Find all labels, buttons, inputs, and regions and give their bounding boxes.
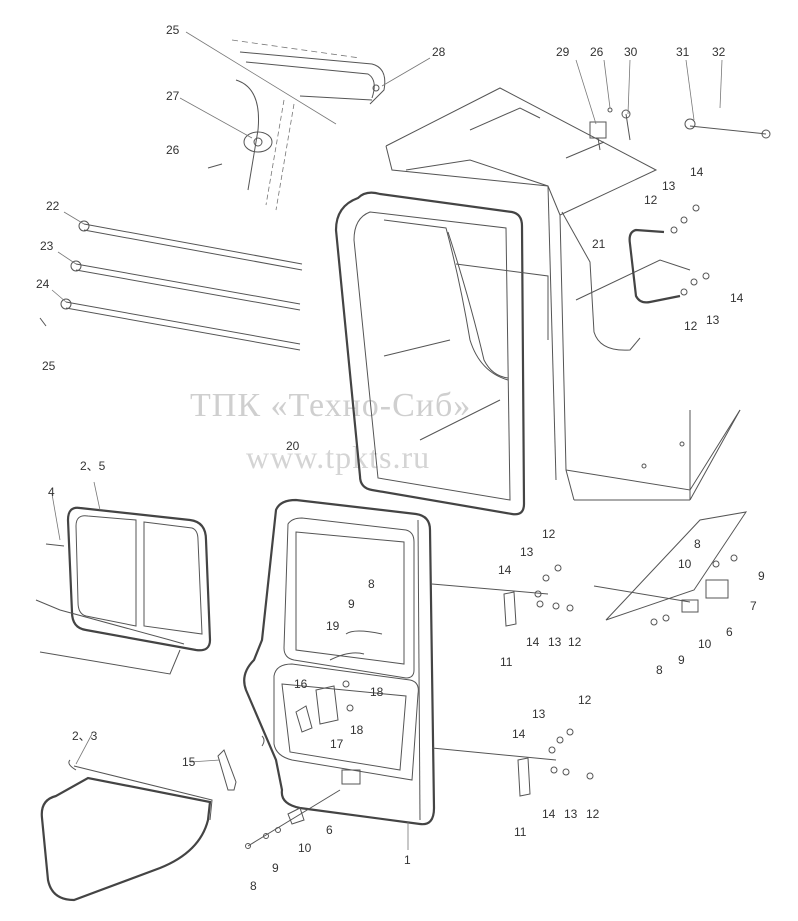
label-2-5: 2、5 [80,459,106,473]
door-part [243,498,436,826]
label-8-side-bottom: 8 [656,663,663,677]
label-30: 30 [624,45,638,59]
label-10-side-bottom: 10 [698,637,712,651]
label-26-right: 26 [590,45,604,59]
label-8-bottom: 8 [250,879,257,893]
label-25-top: 25 [166,23,180,37]
label-14-h1-bottom: 14 [526,635,540,649]
label-21: 21 [592,237,606,251]
label-13-mid: 13 [706,313,720,327]
roof-rail-part [231,39,386,105]
label-11-lower: 11 [514,825,527,839]
leader-lines [51,31,723,850]
label-13-h1-bottom: 13 [548,635,562,649]
label-9-bottom: 9 [272,861,279,875]
label-13-h1-top: 13 [520,545,534,559]
label-13-h2-top: 13 [532,707,546,721]
label-27: 27 [166,89,180,103]
label-31: 31 [676,45,690,59]
label-2-3: 2、3 [72,729,98,743]
hinge-upper-part [431,564,574,627]
label-24: 24 [36,277,50,291]
hinge-lower-part [431,728,594,797]
label-22: 22 [46,199,60,213]
label-17: 17 [330,737,344,751]
label-23: 23 [40,239,54,253]
label-15: 15 [182,755,196,769]
front-frame-part [334,191,549,516]
watermark-title: ТПК «Техно-Сиб» [190,387,471,424]
label-16: 16 [294,677,308,691]
side-latch-part [593,511,748,626]
label-12-h1-top: 12 [542,527,556,541]
handle-rail-part [561,211,681,351]
label-7: 7 [750,599,757,613]
label-12-top: 12 [644,193,658,207]
rod-set-part [39,220,303,351]
label-12-h2-bottom: 12 [586,807,600,821]
label-28: 28 [432,45,446,59]
label-14-h2-top: 14 [512,727,526,741]
label-8-door: 8 [368,577,375,591]
lower-glass-part [40,759,213,902]
label-14-h2-bottom: 14 [542,807,556,821]
label-9-side-bottom: 9 [678,653,685,667]
cab-pillar-part [207,79,295,211]
label-26-left: 26 [166,143,180,157]
latch-part [295,680,354,733]
label-6-side: 6 [726,625,733,639]
label-18-bottom: 18 [350,723,364,737]
label-32: 32 [712,45,726,59]
cab-body-part [385,87,741,501]
label-29: 29 [556,45,570,59]
watermark-url: www.tpkts.ru [246,439,430,475]
label-4: 4 [48,485,55,499]
label-13-top: 13 [662,179,676,193]
seal-strip-part [217,735,265,791]
label-18-top: 18 [370,685,384,699]
part-labels: 25 28 27 26 29 26 30 31 32 22 23 24 25 1… [36,23,765,893]
label-14-top: 14 [690,165,704,179]
label-10-door: 10 [298,841,312,855]
label-9-side: 9 [758,569,765,583]
label-6-door: 6 [326,823,333,837]
label-12-h1-bottom: 12 [568,635,582,649]
side-window-part [35,506,212,675]
label-12-h2-top: 12 [578,693,592,707]
top-bracket-part [565,107,771,159]
label-20: 20 [286,439,300,453]
label-9-door: 9 [348,597,355,611]
label-1: 1 [404,853,411,867]
label-14-h1-top: 14 [498,563,512,577]
label-13-h2-bottom: 13 [564,807,578,821]
label-10-side: 10 [678,557,692,571]
label-19: 19 [326,619,340,633]
washer-set-part [670,204,710,296]
label-8-side: 8 [694,537,701,551]
label-25-left: 25 [42,359,56,373]
label-11-upper: 11 [500,655,513,669]
label-14-mid: 14 [730,291,744,305]
label-12-mid: 12 [684,319,698,333]
door-stop-part [245,789,341,849]
